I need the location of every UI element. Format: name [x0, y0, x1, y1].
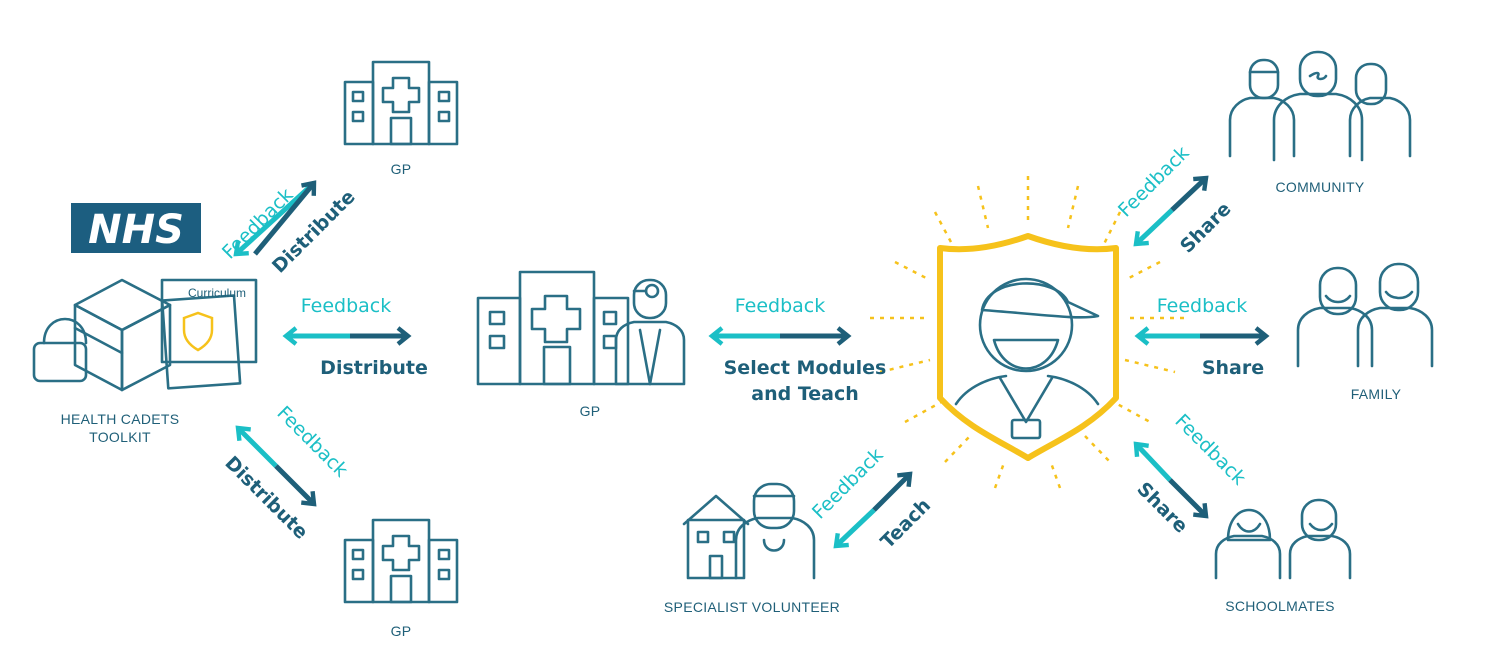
curriculum-label: Curriculum [188, 286, 246, 300]
distribute-label: Distribute [220, 452, 312, 544]
distribute-label: Distribute [320, 357, 428, 379]
specialist-volunteer-icon [682, 482, 816, 580]
community-icon [1228, 50, 1412, 162]
toolkit-label-line2: TOOLKIT [89, 429, 151, 445]
cadet-shield [937, 233, 1119, 461]
teach-label: Teach [876, 494, 935, 553]
and-teach-label: and Teach [751, 383, 859, 405]
gp-bottom-label: GP [391, 623, 412, 639]
sunburst-rays [870, 176, 1185, 489]
feedback-label: Feedback [272, 402, 352, 482]
svg-text:NHS: NHS [88, 207, 184, 253]
arrow-cadet-specialist: Feedback Teach [808, 444, 935, 553]
hospital-icon [343, 518, 459, 604]
schoolmates-icon [1214, 498, 1352, 580]
select-modules-label: Select Modules [724, 357, 887, 379]
health-cadet-icon [954, 277, 1100, 440]
arrow-toolkit-gp-center: Feedback Distribute [282, 295, 428, 379]
toolkit-icon [32, 278, 258, 392]
hospital-icon [476, 270, 630, 386]
share-label: Share [1176, 198, 1236, 258]
feedback-label: Feedback [301, 295, 391, 317]
arrow-toolkit-gp-top: Feedback Distribute [218, 180, 360, 278]
community-label: COMMUNITY [1275, 179, 1364, 195]
arrow-cadet-family: Feedback Share [1134, 295, 1270, 379]
hospital-icon [343, 60, 459, 146]
gp-top-label: GP [391, 161, 412, 177]
toolkit-label-line1: HEALTH CADETS [61, 411, 180, 427]
family-label: FAMILY [1351, 386, 1402, 402]
schoolmates-label: SCHOOLMATES [1225, 598, 1335, 614]
feedback-label: Feedback [1170, 410, 1250, 490]
arrow-gp-cadet: Feedback Select Modules and Teach [708, 295, 887, 405]
arrow-cadet-community: Feedback Share [1114, 142, 1236, 258]
share-label: Share [1202, 357, 1264, 379]
arrow-toolkit-gp-bottom: Feedback Distribute [220, 402, 352, 544]
feedback-label: Feedback [1157, 295, 1247, 317]
feedback-label: Feedback [1114, 142, 1194, 222]
gp-center-label: GP [580, 403, 601, 419]
shield-icon [182, 311, 214, 352]
specialist-volunteer-label: SPECIALIST VOLUNTEER [664, 599, 840, 615]
share-label: Share [1132, 478, 1192, 538]
nhs-logo: NHS [71, 203, 201, 253]
feedback-label: Feedback [735, 295, 825, 317]
doctor-icon [614, 278, 686, 386]
family-icon [1296, 262, 1434, 368]
